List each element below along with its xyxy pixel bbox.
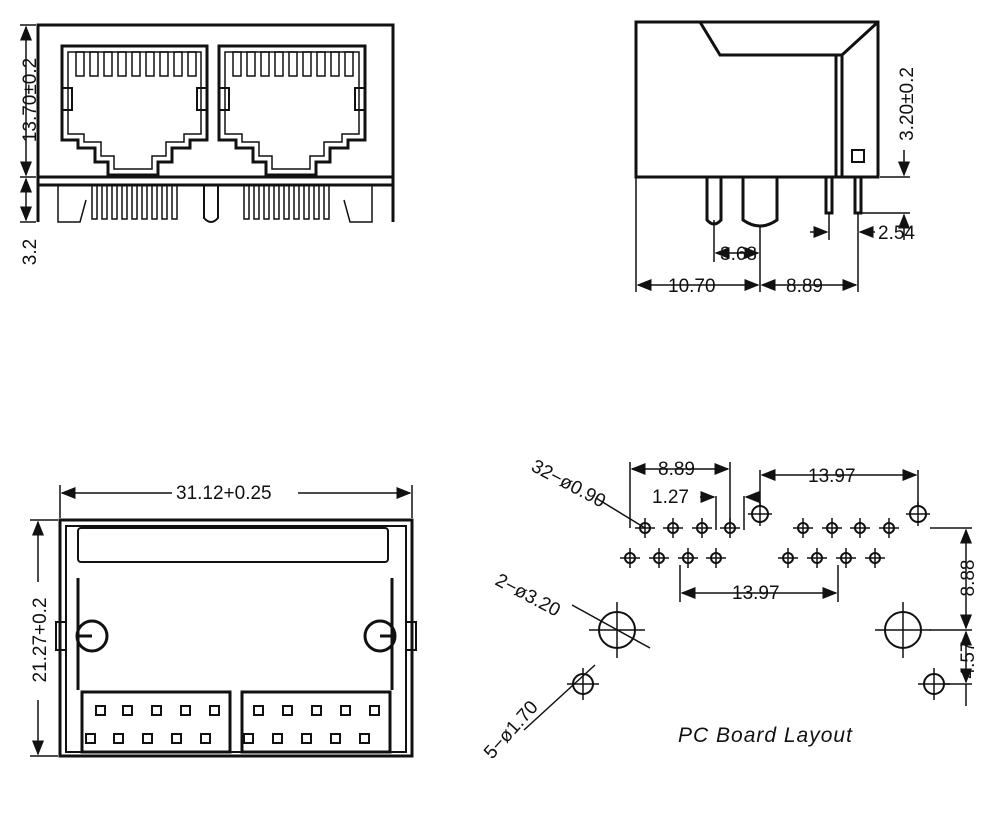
front-pin (243, 184, 250, 220)
front-port-left (60, 44, 209, 177)
front-pin (313, 184, 320, 220)
contact-slot (316, 51, 326, 77)
contact-slot (274, 51, 284, 77)
front-pin (283, 184, 290, 220)
contact-slot (131, 51, 141, 77)
bottom-pin-pad (113, 733, 124, 744)
side-post-left (705, 177, 723, 226)
front-clip-right (343, 185, 373, 223)
contact-slot (117, 51, 127, 77)
side-left-total-label: 10.70 (668, 276, 716, 297)
bottom-pin-pad (359, 733, 370, 744)
front-pin (323, 184, 330, 220)
front-pin (263, 184, 270, 220)
bottom-pin-pad (282, 705, 293, 716)
front-pin (303, 184, 310, 220)
bottom-boss-right (363, 619, 397, 653)
front-pin (151, 184, 158, 220)
front-pin-label: 3.2 (20, 239, 41, 265)
bottom-pin-pad (369, 705, 380, 716)
front-pin (111, 184, 118, 220)
bottom-boss-left (75, 619, 109, 653)
front-pin (273, 184, 280, 220)
pcb-mount-holes-label: 2−ø3.20 (492, 570, 564, 622)
bottom-pin-pad (180, 705, 191, 716)
pcb-vert-top-label: 8.88 (958, 560, 979, 597)
contact-slot (75, 51, 85, 77)
front-pin (141, 184, 148, 220)
bottom-pin-block-left (80, 690, 232, 754)
contact-slot (330, 51, 340, 77)
bottom-pin-pad (330, 733, 341, 744)
front-pin (91, 184, 98, 220)
front-pin (161, 184, 168, 220)
bottom-view: 31.12+0.25 21.27+0.2 (26, 478, 417, 758)
front-housing (36, 23, 395, 179)
front-pin (253, 184, 260, 220)
bottom-pin-pad (209, 705, 220, 716)
front-post (203, 185, 219, 223)
front-pin (131, 184, 138, 220)
bottom-width-label: 31.12+0.25 (176, 483, 272, 504)
bottom-pin-pad (95, 705, 106, 716)
front-pin (101, 184, 108, 220)
bottom-pin-pad (151, 705, 162, 716)
side-right-total-label: 8.89 (786, 276, 823, 297)
contact-slot (232, 51, 242, 77)
side-spacing-label: 3.68 (720, 244, 757, 265)
side-view: 3.20±0.2 2.54 3.68 10.70 8.89 (634, 20, 918, 297)
contact-slot (246, 51, 256, 77)
contact-slot (344, 51, 354, 77)
contact-slot (159, 51, 169, 77)
bottom-pin-pad (301, 733, 312, 744)
contact-slot (187, 51, 197, 77)
contact-slot (288, 51, 298, 77)
bottom-pin-pad (253, 705, 264, 716)
pcb-top-right-label: 13.97 (808, 466, 856, 487)
bottom-pin-pad (272, 733, 283, 744)
side-pitch-label: 2.54 (878, 223, 915, 244)
side-housing (634, 20, 880, 179)
contact-slot (173, 51, 183, 77)
pcb-mid-label: 13.97 (732, 583, 780, 604)
pcb-layout: 8.89 13.97 1.27 32−ø0.90 13.97 2−ø3.20 5… (480, 456, 979, 763)
front-pins (57, 184, 373, 223)
side-pin-2 (853, 175, 863, 215)
bottom-pin-pad (122, 705, 133, 716)
pcb-layout-title: PC Board Layout (678, 724, 853, 747)
contact-slot (103, 51, 113, 77)
front-pin (121, 184, 128, 220)
front-port-right (217, 44, 367, 177)
bottom-pin-pad (311, 705, 322, 716)
pcb-pitch-label: 1.27 (652, 487, 689, 508)
pcb-led-holes-label: 5−ø1.70 (480, 697, 543, 763)
bottom-pin-pad (340, 705, 351, 716)
pcb-small-holes-label: 32−ø0.90 (528, 456, 609, 512)
bottom-pin-pad (200, 733, 211, 744)
front-pin (293, 184, 300, 220)
pcb-vert-bottom-label: 4.57 (958, 642, 979, 679)
bottom-pin-pad (142, 733, 153, 744)
bottom-pin-pad (243, 733, 254, 744)
pcb-top-left-label: 8.89 (658, 459, 695, 480)
front-pin (171, 184, 178, 220)
contact-slot (260, 51, 270, 77)
bottom-height-label: 21.27+0.2 (30, 597, 51, 682)
side-post-right (741, 177, 779, 228)
front-view: 13.70±0.2 3.2 (20, 23, 395, 265)
bottom-housing (58, 518, 414, 758)
front-clip-left (57, 185, 87, 223)
contact-slot (302, 51, 312, 77)
side-pin-1 (824, 175, 834, 215)
side-tab-label: 3.20±0.2 (897, 67, 918, 141)
bottom-pin-pad (85, 733, 96, 744)
bottom-pin-block-right (240, 690, 392, 754)
contact-slot (89, 51, 99, 77)
front-height-label: 13.70±0.2 (20, 58, 41, 142)
bottom-pin-pad (171, 733, 182, 744)
contact-slot (145, 51, 155, 77)
